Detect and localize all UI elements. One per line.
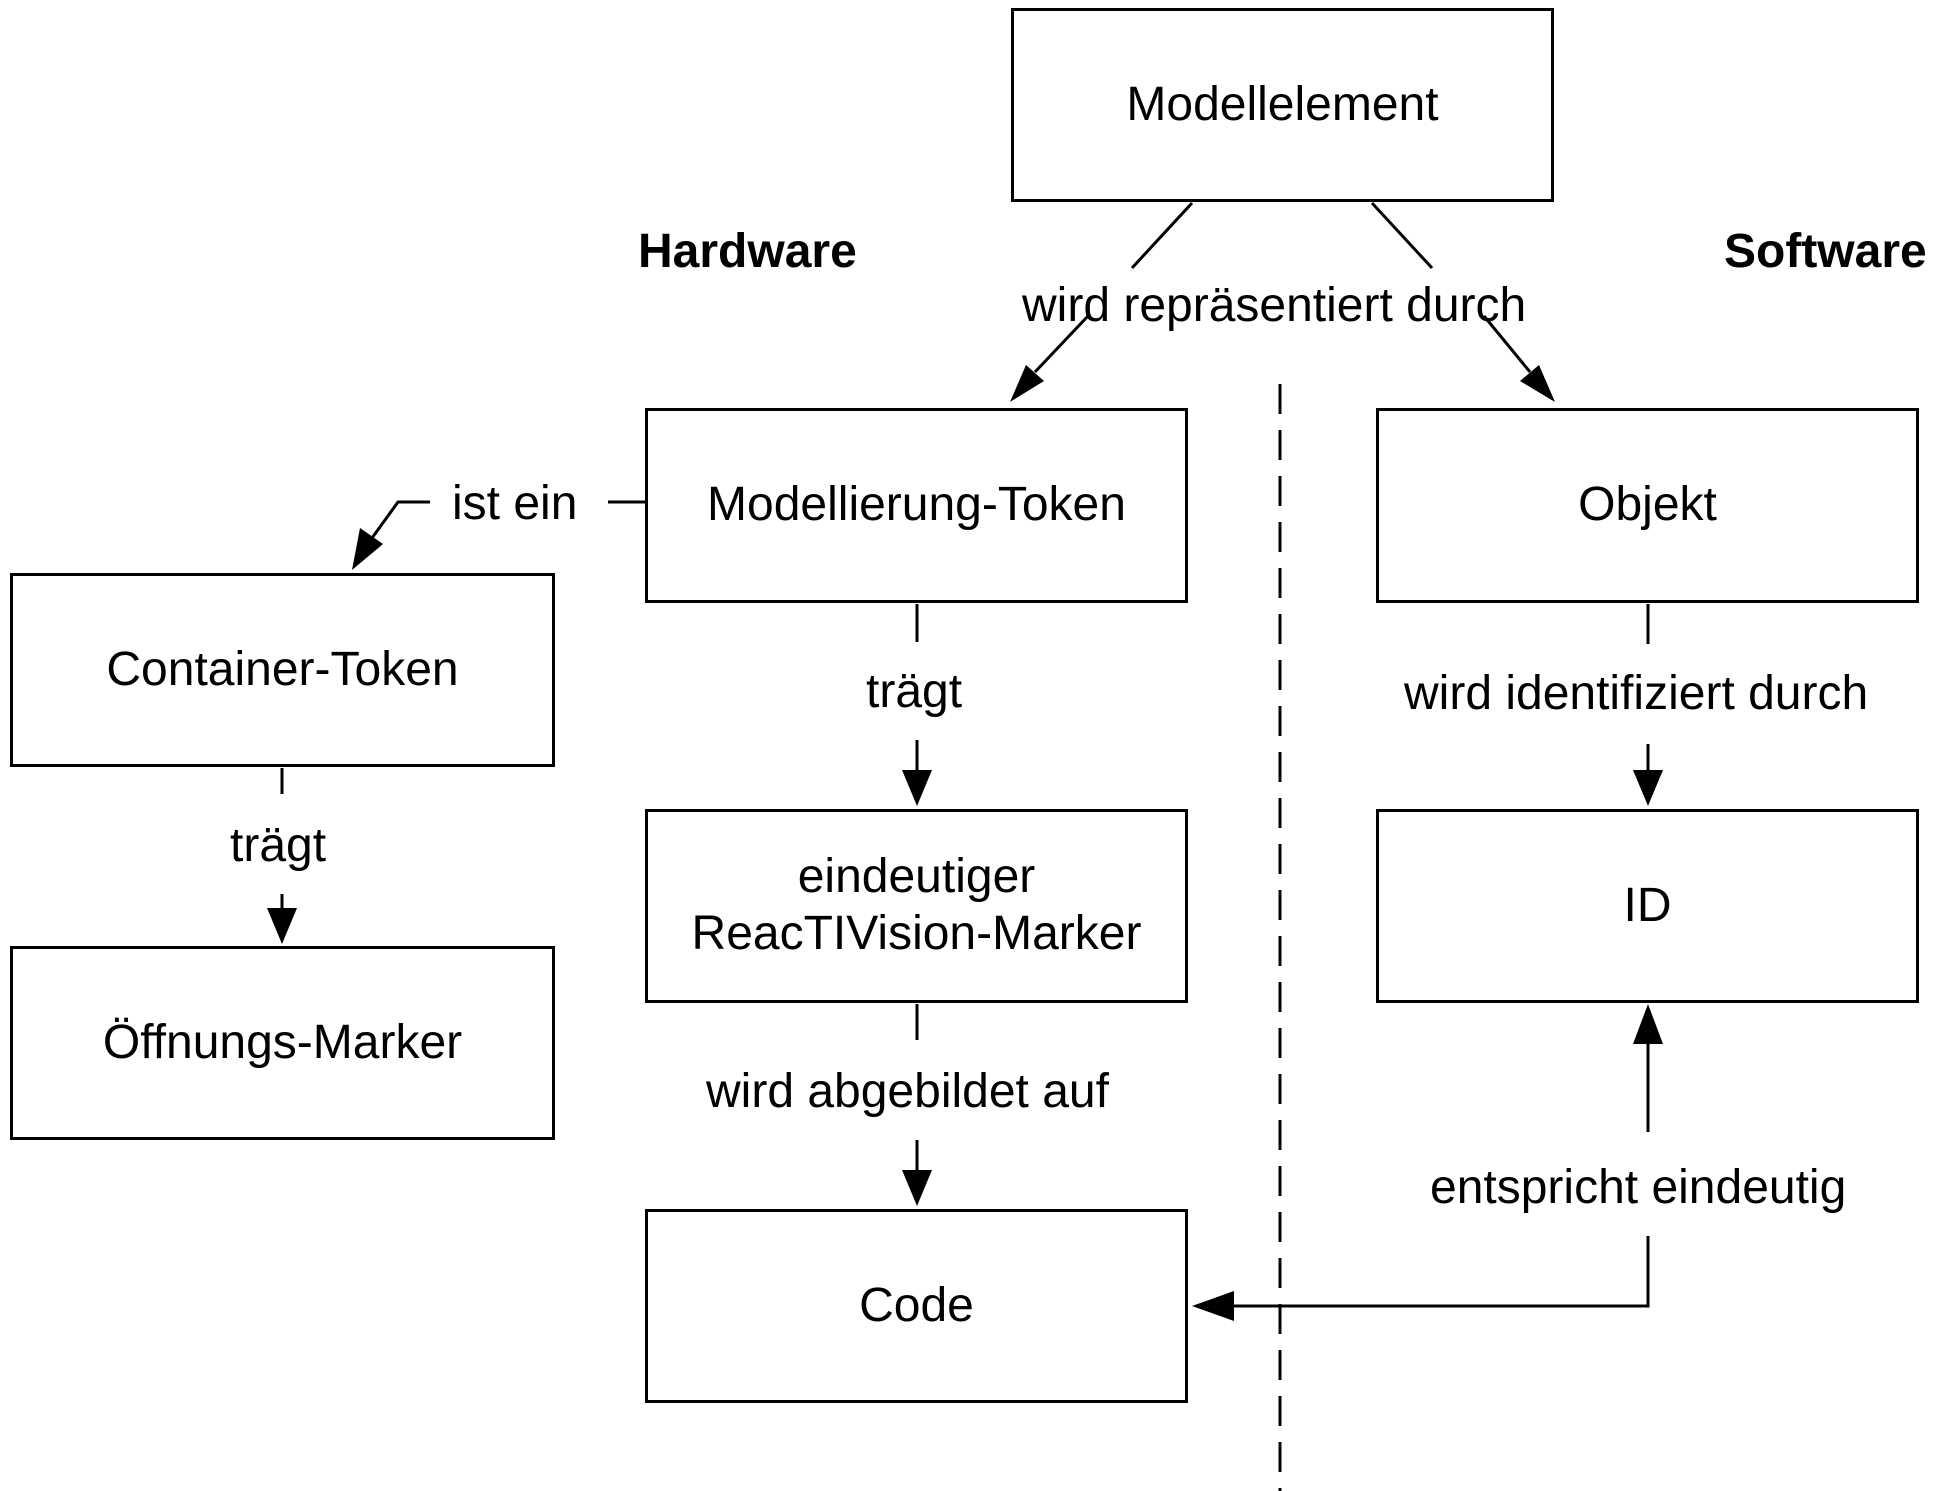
edge-label-represented-by: wird repräsentiert durch [1022, 279, 1527, 332]
node-modellelement-label: Modellelement [1126, 77, 1439, 131]
node-code: Code [645, 1209, 1188, 1403]
edge-label-carries-left: trägt [230, 819, 327, 872]
edge-label-identified-by: wird identifiziert durch [1404, 667, 1869, 720]
hardware-heading: Hardware [638, 225, 857, 278]
arrowhead-to-container-token [352, 528, 383, 570]
arrowhead-to-oeffnungs-marker [267, 908, 297, 944]
node-reactivision-marker: eindeutiger ReacTIVision-Marker [645, 809, 1188, 1003]
arrowhead-to-marker [902, 770, 932, 806]
node-container-token: Container-Token [10, 573, 555, 767]
node-marker-label-line1: eindeutiger [797, 850, 1036, 904]
connector-represented-right [1482, 315, 1532, 373]
connector-modellelement-left [1130, 201, 1194, 270]
node-oeffnungs-marker-label: Öffnungs-Marker [102, 1015, 463, 1069]
software-heading: Software [1724, 225, 1927, 278]
node-objekt-label: Objekt [1578, 478, 1717, 532]
node-id-label: ID [1623, 878, 1672, 932]
node-oeffnungs-marker: Öffnungs-Marker [10, 946, 555, 1140]
node-marker-label-line2: ReacTIVision-Marker [691, 907, 1142, 960]
arrowhead-to-modellierung-token [1010, 365, 1044, 402]
connector-modellelement-right [1370, 201, 1434, 270]
arrowhead-to-code-from-right [1192, 1291, 1234, 1321]
node-modellelement: Modellelement [1011, 8, 1554, 202]
node-code-label: Code [859, 1278, 974, 1332]
arrowhead-to-id-from-below [1633, 1004, 1663, 1044]
connector-is-a-left [370, 500, 430, 539]
edge-label-mapped-to: wird abgebildet auf [706, 1065, 1109, 1118]
edge-label-corresponds: entspricht eindeutig [1430, 1161, 1847, 1214]
edge-label-carries-middle: trägt [866, 665, 963, 718]
edge-label-is-a: ist ein [452, 477, 578, 530]
node-container-token-label: Container-Token [106, 642, 459, 696]
connector-represented-left [1033, 314, 1090, 374]
node-modellierung-token: Modellierung-Token [645, 408, 1188, 603]
arrowhead-to-code [902, 1170, 932, 1206]
node-modellierung-token-label: Modellierung-Token [707, 478, 1126, 532]
arrowhead-to-id [1633, 770, 1663, 806]
arrowhead-to-objekt [1520, 365, 1555, 402]
connector-corresponds-down [1234, 1236, 1650, 1308]
node-objekt: Objekt [1376, 408, 1919, 603]
node-id: ID [1376, 809, 1919, 1003]
